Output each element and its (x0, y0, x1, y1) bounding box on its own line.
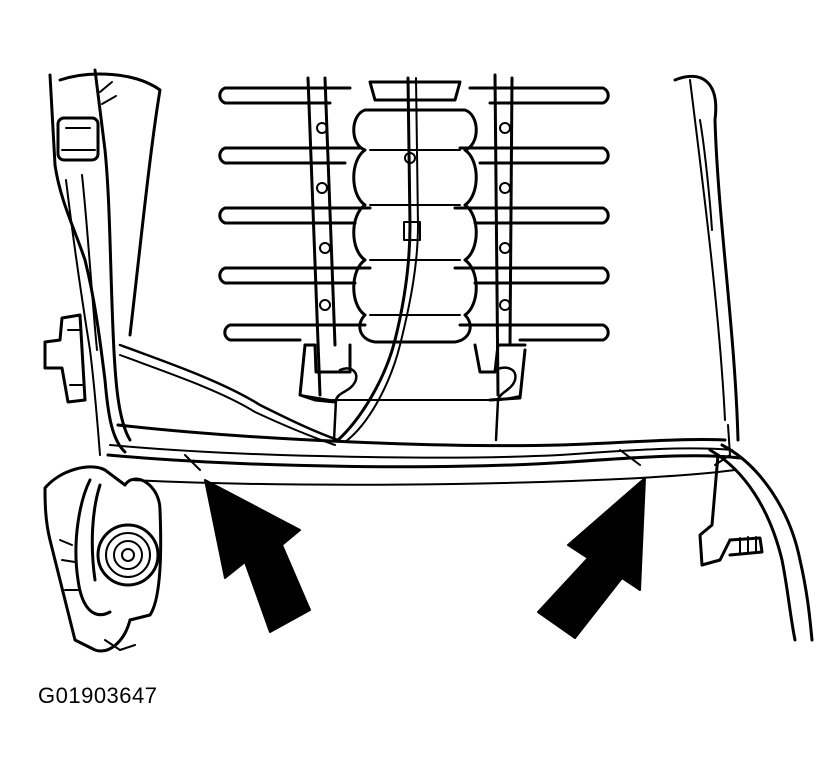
left-wire-bundle (48, 68, 132, 456)
recliner-mechanism (43, 465, 163, 653)
right-indicator-arrow (537, 477, 646, 639)
right-zigzag-springs (453, 73, 610, 397)
seat-spring-frame (298, 343, 527, 404)
center-lumbar-bladder (352, 80, 478, 344)
figure-id-caption: G01903647 (38, 683, 158, 708)
right-bracket-bolt (698, 453, 764, 567)
main-wire-harness (106, 423, 742, 486)
thin-sensor-wire (118, 343, 340, 446)
left-side-connector (43, 313, 87, 404)
center-wire (336, 76, 421, 443)
left-zigzag-springs (218, 76, 372, 397)
left-indicator-arrow (204, 479, 311, 633)
top-wire-connector (56, 81, 117, 162)
seat-back-panel (58, 72, 740, 442)
right-exit-wire (708, 424, 814, 642)
right-wire-hooks (332, 366, 517, 442)
